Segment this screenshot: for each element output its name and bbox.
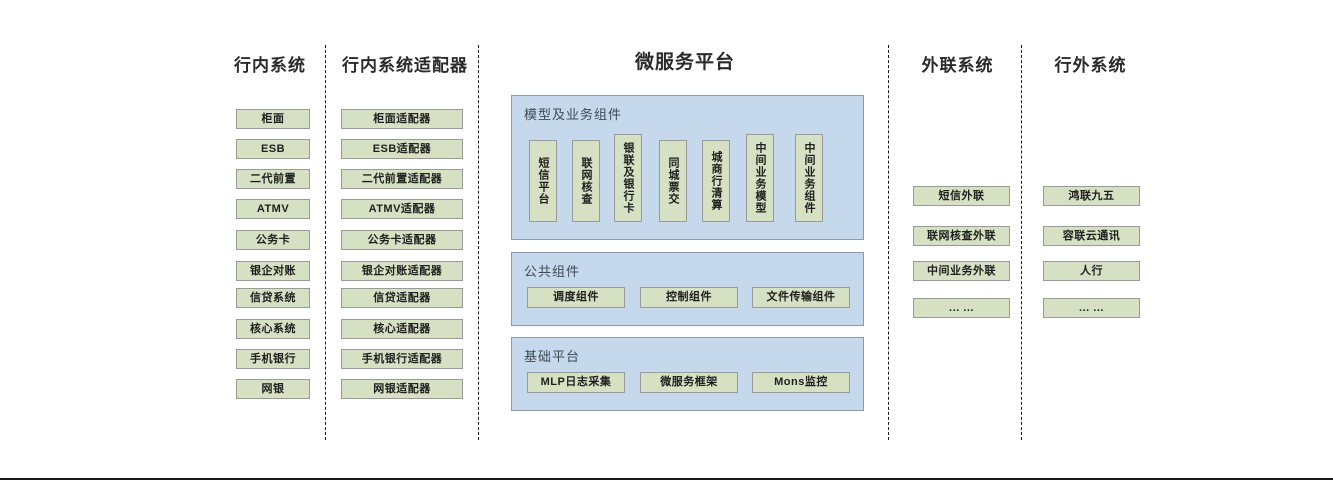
node-internal-adapter-5[interactable]: 银企对账适配器 xyxy=(341,261,463,281)
node-internal-adapter-8[interactable]: 手机银行适配器 xyxy=(341,349,463,369)
node-outside-bank-3[interactable]: ... ... xyxy=(1043,298,1140,318)
column-header-internal-adapters: 行内系统适配器 xyxy=(342,56,468,75)
node-model-component-2[interactable]: 银联及银行卡 xyxy=(614,134,642,222)
column-divider-4 xyxy=(1021,45,1022,440)
node-external-link-2[interactable]: 中间业务外联 xyxy=(913,261,1010,281)
node-outside-bank-2[interactable]: 人行 xyxy=(1043,261,1140,281)
node-model-component-1[interactable]: 联网核查 xyxy=(572,140,600,222)
node-internal-system-5[interactable]: 银企对账 xyxy=(236,261,310,281)
node-model-component-0[interactable]: 短信平台 xyxy=(529,140,557,222)
column-divider-1 xyxy=(325,45,326,440)
node-internal-system-8[interactable]: 手机银行 xyxy=(236,349,310,369)
panel-title-base-platform: 基础平台 xyxy=(524,349,581,364)
node-internal-system-0[interactable]: 柜面 xyxy=(236,109,310,129)
node-external-link-1[interactable]: 联网核查外联 xyxy=(913,226,1010,246)
node-public-component-1[interactable]: 控制组件 xyxy=(640,287,738,308)
column-header-outside-bank-systems: 行外系统 xyxy=(1054,56,1127,75)
node-internal-adapter-0[interactable]: 柜面适配器 xyxy=(341,109,463,129)
node-internal-system-2[interactable]: 二代前置 xyxy=(236,169,310,189)
node-model-component-3[interactable]: 同城票交 xyxy=(659,140,687,222)
column-divider-2 xyxy=(478,45,479,440)
node-external-link-3[interactable]: ... ... xyxy=(913,298,1010,318)
node-internal-adapter-1[interactable]: ESB适配器 xyxy=(341,139,463,159)
node-model-component-6[interactable]: 中间业务组件 xyxy=(795,134,823,222)
node-model-component-5[interactable]: 中间业务模型 xyxy=(746,134,774,222)
node-base-platform-1[interactable]: 微服务框架 xyxy=(640,372,738,393)
panel-title-public-components: 公共组件 xyxy=(524,264,581,279)
node-base-platform-0[interactable]: MLP日志采集 xyxy=(527,372,625,393)
node-internal-adapter-4[interactable]: 公务卡适配器 xyxy=(341,230,463,250)
node-internal-system-4[interactable]: 公务卡 xyxy=(236,230,310,250)
node-internal-system-6[interactable]: 信贷系统 xyxy=(236,288,310,308)
node-public-component-2[interactable]: 文件传输组件 xyxy=(752,287,850,308)
node-internal-system-3[interactable]: ATMV xyxy=(236,199,310,219)
node-outside-bank-1[interactable]: 容联云通讯 xyxy=(1043,226,1140,246)
node-internal-adapter-2[interactable]: 二代前置适配器 xyxy=(341,169,463,189)
node-internal-adapter-6[interactable]: 信贷适配器 xyxy=(341,288,463,308)
node-model-component-4[interactable]: 城商行清算 xyxy=(702,140,730,222)
node-internal-adapter-7[interactable]: 核心适配器 xyxy=(341,319,463,339)
column-header-external-link-systems: 外联系统 xyxy=(921,56,994,75)
panel-title-model-business-components: 模型及业务组件 xyxy=(524,107,623,122)
node-external-link-0[interactable]: 短信外联 xyxy=(913,186,1010,206)
node-public-component-0[interactable]: 调度组件 xyxy=(527,287,625,308)
column-divider-3 xyxy=(888,45,889,440)
node-internal-system-1[interactable]: ESB xyxy=(236,139,310,159)
node-internal-adapter-9[interactable]: 网银适配器 xyxy=(341,379,463,399)
node-internal-system-7[interactable]: 核心系统 xyxy=(236,319,310,339)
node-base-platform-2[interactable]: Mons监控 xyxy=(752,372,850,393)
node-outside-bank-0[interactable]: 鸿联九五 xyxy=(1043,186,1140,206)
column-header-microservice-platform: 微服务平台 xyxy=(634,52,735,73)
node-internal-adapter-3[interactable]: ATMV适配器 xyxy=(341,199,463,219)
column-header-internal-systems: 行内系统 xyxy=(234,56,306,75)
node-internal-system-9[interactable]: 网银 xyxy=(236,379,310,399)
bottom-divider xyxy=(0,478,1333,480)
